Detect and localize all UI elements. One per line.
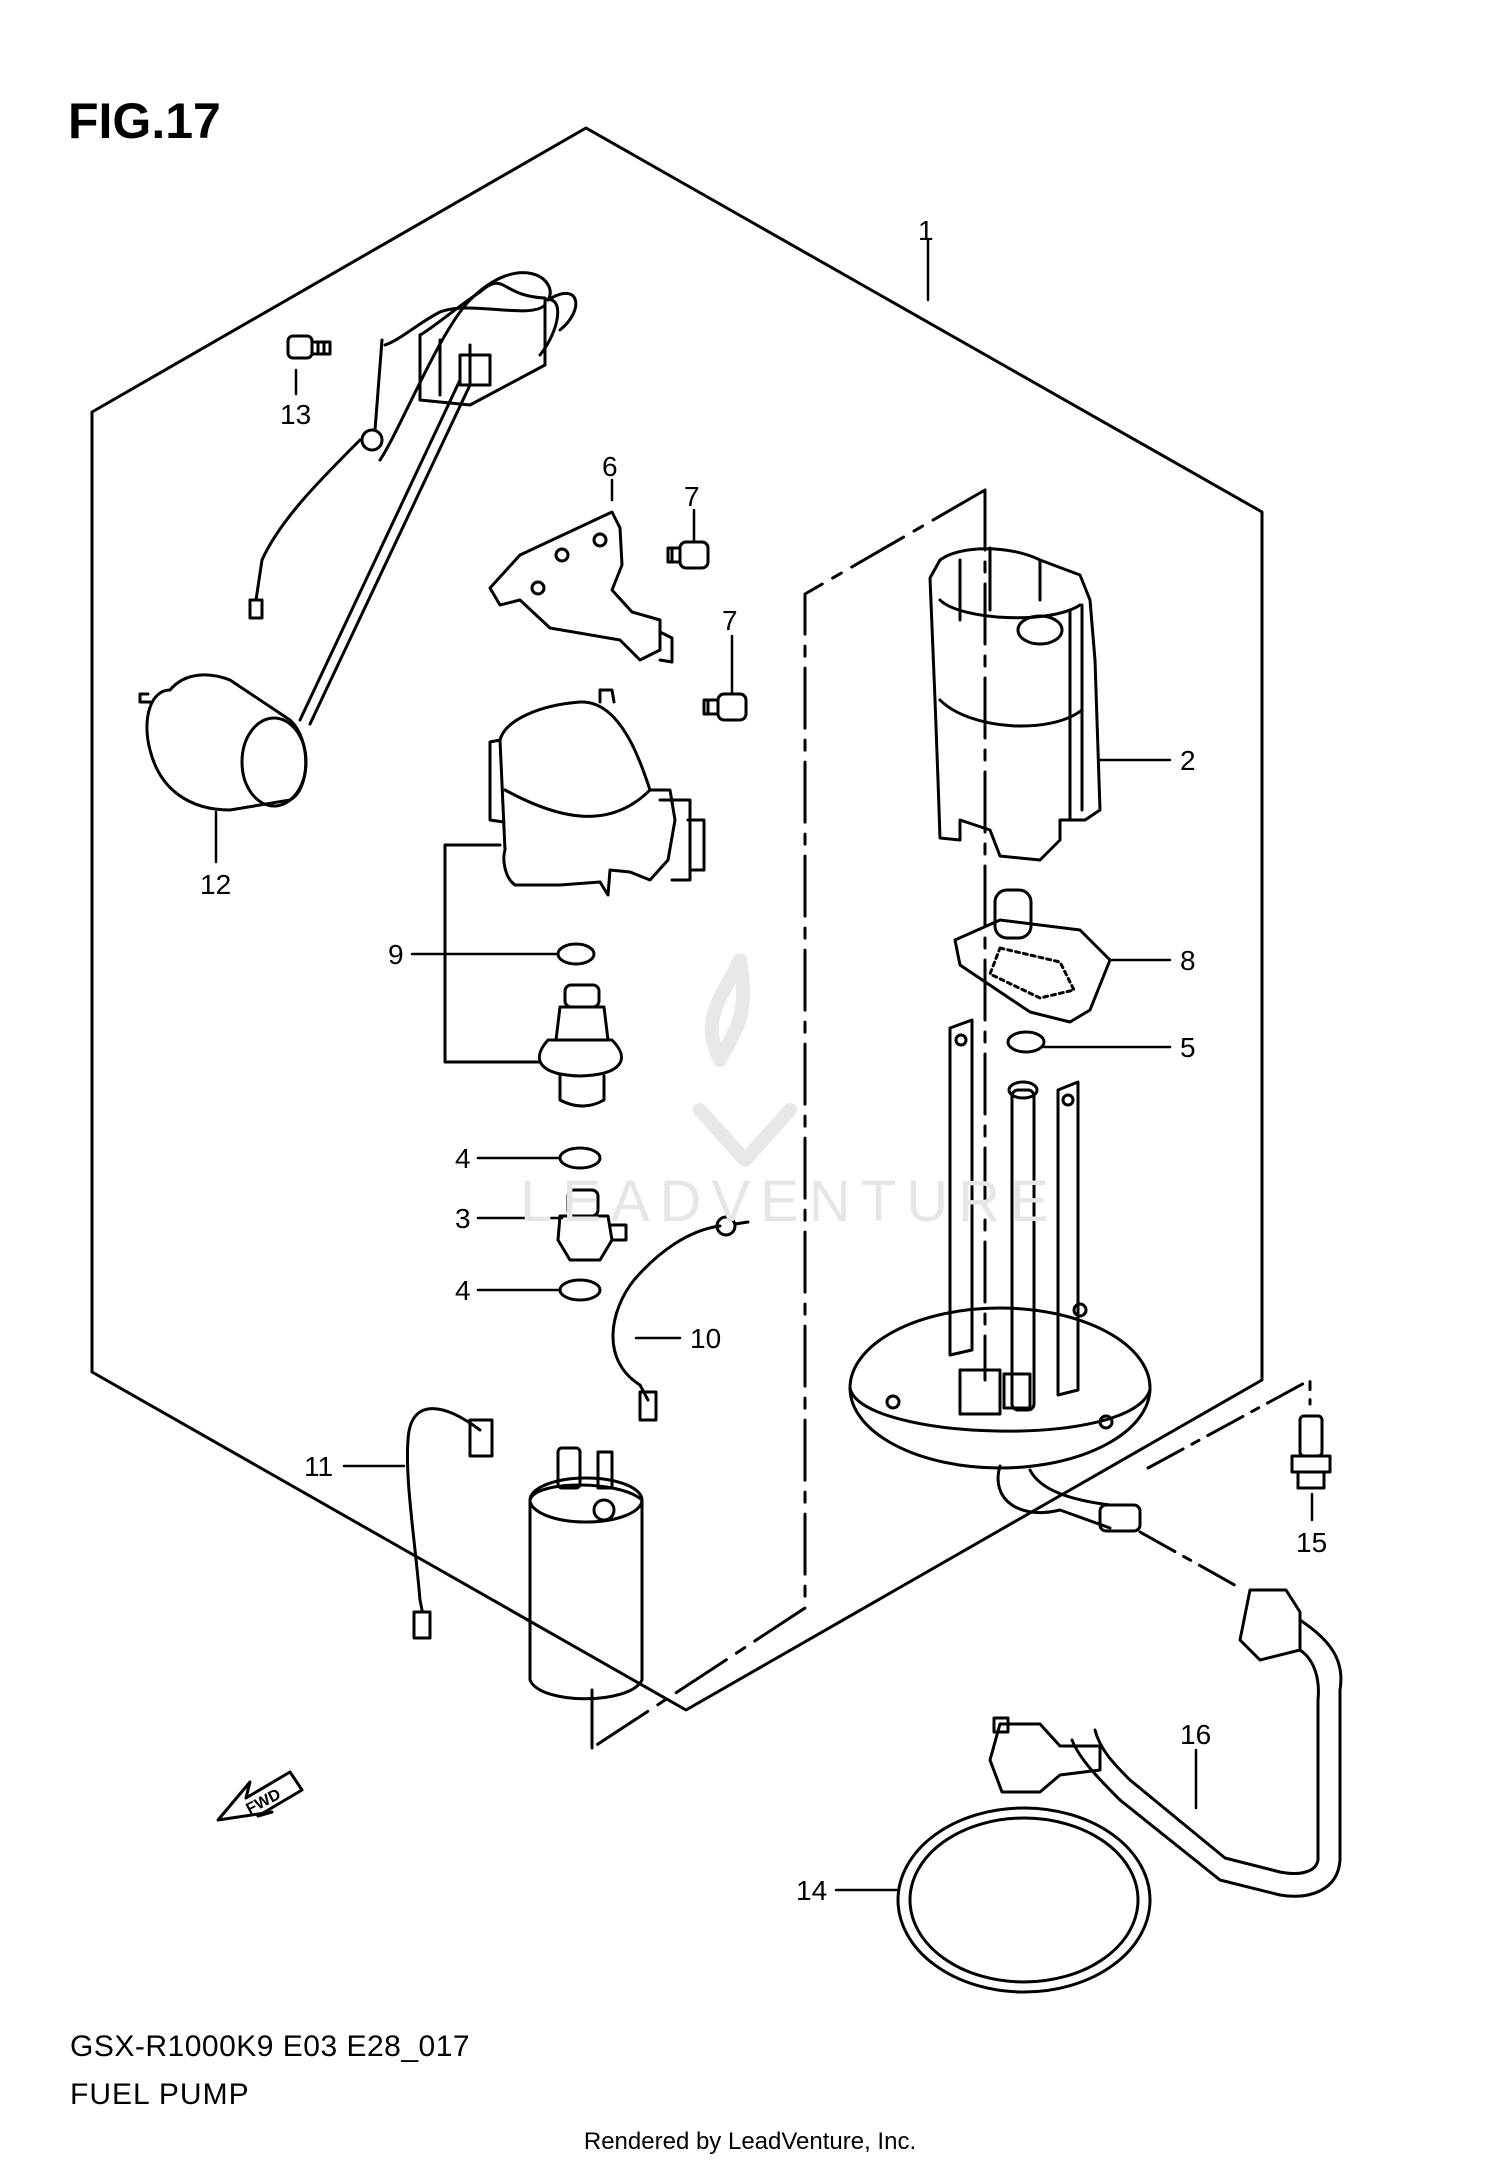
part-15-fitting xyxy=(1290,1414,1332,1490)
callout-4a: 4 xyxy=(455,1143,471,1174)
part-9-o-ring xyxy=(556,942,596,966)
part-10-lead-wire xyxy=(611,1215,750,1422)
leader-dashed-15 xyxy=(1146,1378,1312,1470)
part-11-lead-wire xyxy=(405,1407,494,1640)
part-7-screw-lower xyxy=(702,692,748,722)
part-8-fuel-filter xyxy=(953,888,1112,1024)
callout-5: 5 xyxy=(1180,1032,1196,1063)
pump-base-plate xyxy=(848,1018,1152,1533)
part-4-o-ring-lower xyxy=(558,1278,602,1302)
footer-credit: Rendered by LeadVenture, Inc. xyxy=(583,2128,917,2155)
callout-9: 9 xyxy=(388,939,404,970)
model-code: GSX-R1000K9 E03 E28_017 xyxy=(70,2030,471,2063)
part-14-tank-seal xyxy=(896,1806,1152,1994)
fuel-pump-motor xyxy=(528,1446,644,1701)
part-3-joint xyxy=(556,1188,628,1262)
sub-assembly-outline xyxy=(590,488,987,1750)
part-2-pump-housing xyxy=(928,546,1102,862)
part-13-screw xyxy=(286,334,332,360)
callout-3: 3 xyxy=(455,1203,471,1234)
callout-7b: 7 xyxy=(722,605,738,636)
watermark: LEADVENTURE xyxy=(520,1169,1059,1234)
leader-lines xyxy=(214,238,1314,1892)
part-9-pressure-regulator-cover xyxy=(488,688,706,897)
callout-13: 13 xyxy=(280,399,311,430)
callout-4b: 4 xyxy=(455,1275,471,1306)
part-7-screw-upper xyxy=(666,540,710,570)
callout-14: 14 xyxy=(796,1875,827,1906)
callout-1: 1 xyxy=(918,215,934,246)
callout-6: 6 xyxy=(602,451,618,482)
callout-12: 12 xyxy=(200,869,231,900)
leader-dashed-16 xyxy=(1138,1530,1242,1590)
fwd-arrow-icon xyxy=(216,1770,304,1822)
assembly-outline xyxy=(90,126,1264,1712)
callout-labels: 1 2 3 4 4 5 6 7 7 8 9 10 11 12 13 14 15 … xyxy=(200,215,1327,1906)
part-4-o-ring-upper xyxy=(558,1146,602,1170)
part-12-fuel-level-gauge xyxy=(138,271,578,812)
callout-8: 8 xyxy=(1180,945,1196,976)
part-6-bracket xyxy=(488,510,674,664)
callout-11: 11 xyxy=(304,1451,333,1482)
callout-16: 16 xyxy=(1180,1719,1211,1750)
callout-2: 2 xyxy=(1180,745,1196,776)
callout-15: 15 xyxy=(1296,1527,1327,1558)
callout-10: 10 xyxy=(690,1323,721,1354)
part-5-o-ring xyxy=(1006,1030,1046,1054)
pressure-regulator xyxy=(537,983,623,1108)
section-name: FUEL PUMP xyxy=(70,2078,250,2111)
watermark-logo xyxy=(693,953,797,1167)
callout-7a: 7 xyxy=(684,481,700,512)
part-16-fuel-hose xyxy=(988,1588,1343,1898)
figure-title: FIG.17 xyxy=(68,93,221,149)
